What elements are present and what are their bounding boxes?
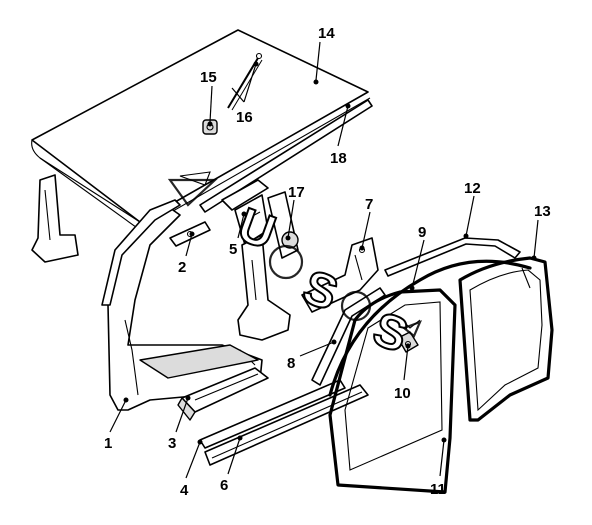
callout-12: 12: [464, 180, 481, 197]
sill-scuff-plate: [177, 367, 269, 421]
b-pillar-garnish: [267, 191, 299, 259]
callout-18: 18: [330, 150, 347, 167]
callout-14: 14: [318, 25, 335, 42]
leader-lines: [109, 41, 539, 479]
b-pillar-panel: [237, 234, 291, 341]
rocker-moulding: [199, 379, 369, 466]
a-pillar-garnish: [101, 199, 181, 306]
callout-5: 5: [229, 241, 237, 258]
callout-7: 7: [365, 196, 373, 213]
callout-10: 10: [394, 385, 411, 402]
callout-3: 3: [168, 435, 176, 452]
rear-quarter-bracket: [301, 237, 379, 313]
callout-1: 1: [104, 435, 112, 452]
callout-4: 4: [180, 482, 189, 499]
callout-16: 16: [236, 109, 253, 126]
callout-15: 15: [200, 69, 217, 86]
callout-9: 9: [418, 224, 426, 241]
watermark-ring-1: [268, 244, 304, 280]
callout-6: 6: [220, 477, 228, 494]
watermark-ring-2: [340, 290, 372, 322]
watermark-letter-s-1: S: [296, 261, 344, 322]
callout-2: 2: [178, 259, 186, 276]
front-door-weatherstrip: [311, 287, 386, 386]
roof-drip-moulding: [199, 99, 373, 213]
rear-door-seal: [458, 256, 554, 422]
roof-clip: [202, 119, 218, 135]
callout-11: 11: [430, 481, 446, 498]
callout-8: 8: [287, 355, 295, 372]
callout-labels: 14 15 16 18 17 7 2 5 9 12 13 8 10 1 3 4 …: [104, 25, 551, 499]
rear-pillar-panel: [31, 174, 79, 263]
callout-17: 17: [288, 184, 305, 201]
callout-13: 13: [534, 203, 551, 220]
roof-rod: [227, 52, 263, 111]
center-pillar-bracket: [221, 179, 269, 246]
